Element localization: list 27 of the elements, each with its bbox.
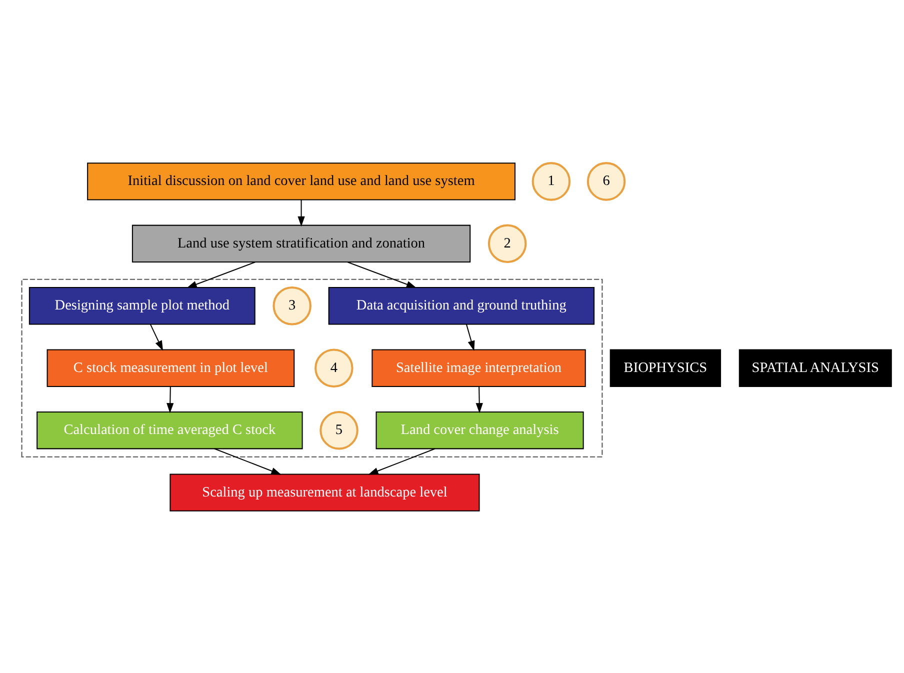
node-box: Calculation of time averaged C stock bbox=[36, 410, 302, 449]
node-circle: 1 bbox=[531, 162, 570, 200]
node-box: Designing sample plot method bbox=[28, 286, 255, 324]
arrow bbox=[149, 324, 163, 350]
arrow bbox=[214, 448, 281, 474]
node-box: Scaling up measurement at landscape level bbox=[169, 473, 480, 511]
node-box: Initial discussion on land cover land use and land use system bbox=[86, 162, 515, 200]
node-circle: 4 bbox=[314, 348, 353, 387]
arrow bbox=[368, 448, 435, 474]
arrow bbox=[186, 261, 255, 288]
node-box: Land cover change analysis bbox=[375, 410, 584, 449]
node-box: C stock measurement in plot level bbox=[46, 348, 294, 386]
arrow bbox=[346, 261, 416, 288]
cluster bbox=[20, 278, 602, 457]
node-circle: 3 bbox=[272, 286, 311, 325]
node-box: Data acquisition and ground truthing bbox=[328, 286, 594, 324]
node-circle: 6 bbox=[586, 162, 626, 200]
arrow bbox=[465, 324, 474, 350]
arrow bbox=[297, 199, 304, 226]
arrow bbox=[475, 386, 482, 413]
node-box: Satellite image interpretation bbox=[371, 348, 586, 386]
node-box: Land use system stratification and zonation bbox=[131, 224, 470, 262]
node-box: SPATIAL ANALYSIS bbox=[738, 348, 892, 386]
arrow bbox=[166, 386, 174, 413]
node-circle: 5 bbox=[319, 410, 358, 450]
node-circle: 2 bbox=[487, 224, 526, 263]
node-box: BIOPHYSICS bbox=[609, 348, 721, 386]
